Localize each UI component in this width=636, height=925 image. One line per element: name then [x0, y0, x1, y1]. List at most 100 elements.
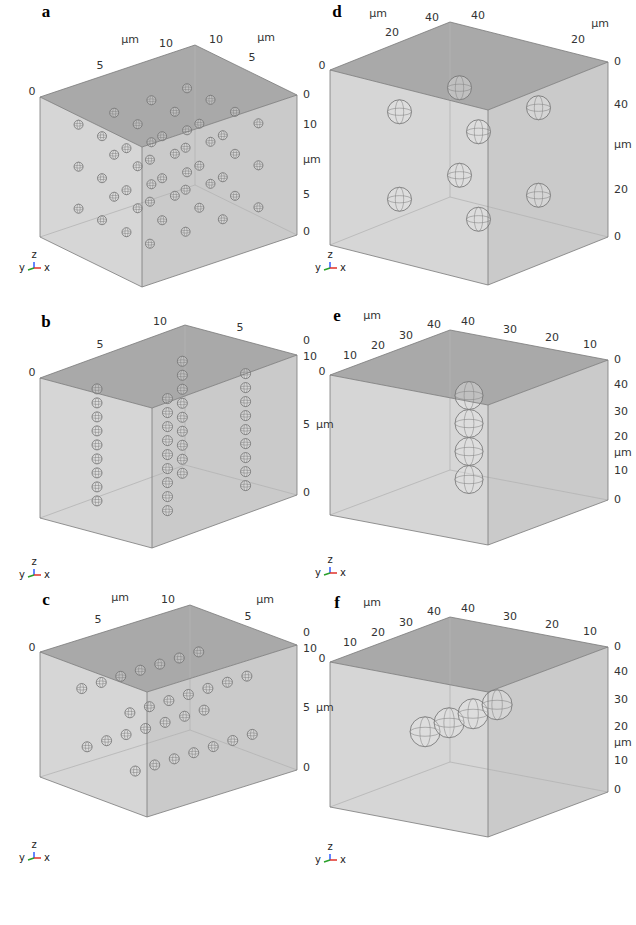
cube-edge [40, 605, 190, 652]
sphere-equator [230, 152, 239, 155]
sphere-outline [177, 468, 187, 478]
cube-edge [330, 70, 488, 110]
cube-edge [330, 662, 488, 692]
sphere-equator [145, 158, 154, 161]
sphere [388, 187, 412, 211]
sphere-equator [170, 194, 179, 197]
sphere-equator [92, 457, 102, 460]
sphere [242, 671, 252, 681]
sphere-outline [482, 690, 512, 720]
sphere-meridian [113, 192, 116, 201]
sphere-equator [164, 699, 174, 702]
sphere-meridian [95, 440, 99, 450]
triad-x-axis [330, 572, 337, 574]
axis-tick-label: 0 [614, 56, 621, 69]
sphere-equator [98, 219, 107, 222]
cube-edge [488, 110, 489, 285]
sphere-equator [247, 733, 257, 736]
sphere [77, 684, 87, 694]
axis-tick-label: 5 [303, 419, 310, 432]
sphere-equator [208, 745, 218, 748]
sphere-meridian [136, 162, 139, 171]
sphere [199, 705, 209, 715]
sphere-equator [241, 470, 251, 473]
sphere [163, 492, 173, 502]
sphere [145, 155, 154, 164]
sphere-outline [170, 149, 179, 158]
triad-x-axis [34, 574, 41, 576]
axis-triad-letter: z [31, 249, 36, 261]
sphere-equator [145, 242, 154, 245]
sphere [144, 702, 154, 712]
sphere-equator [241, 428, 251, 431]
sphere [183, 168, 192, 177]
cube-edge [488, 237, 608, 285]
sphere-meridian [395, 187, 403, 211]
triad-z-axis [33, 852, 35, 858]
sphere-outline [92, 412, 102, 422]
sphere-equator [125, 711, 135, 714]
panel-letter: c [42, 590, 50, 610]
sphere-outline [163, 436, 173, 446]
sphere-meridian [185, 168, 188, 177]
axis-tick-label: 30 [503, 324, 517, 337]
sphere [135, 665, 145, 675]
sphere-equator [448, 84, 472, 91]
sphere-meridian [95, 426, 99, 436]
triad-y-axis [28, 575, 34, 577]
sphere-equator [110, 195, 119, 198]
sphere-equator [254, 206, 263, 209]
sphere [92, 482, 102, 492]
sphere [125, 708, 135, 718]
axis-triad-letter: x [44, 262, 50, 274]
sphere-outline [241, 453, 251, 463]
axis-tick-label: 20 [614, 184, 628, 197]
sphere-meridian [257, 161, 260, 170]
sphere [241, 453, 251, 463]
axis-tick-label: μm [256, 594, 274, 607]
sphere-equator [92, 401, 102, 404]
sphere-meridian [166, 422, 170, 432]
sphere-equator [163, 411, 173, 414]
sphere-equator [144, 705, 154, 708]
sphere-outline [144, 702, 154, 712]
sphere [455, 438, 483, 466]
sphere-outline [74, 120, 83, 129]
sphere-meridian [150, 180, 153, 189]
sphere [218, 173, 227, 182]
sphere-outline [110, 108, 119, 117]
sphere-meridian [231, 736, 235, 746]
sphere [147, 180, 156, 189]
sphere-meridian [444, 708, 455, 738]
sphere-outline [218, 215, 227, 224]
cube-edge [40, 652, 147, 692]
cube-edge [40, 652, 41, 777]
sphere-meridian [221, 131, 224, 140]
cube-edge [330, 70, 331, 245]
sphere-outline [170, 107, 179, 116]
sphere [170, 149, 179, 158]
sphere-outline [177, 426, 187, 436]
sphere-meridian [181, 440, 185, 450]
sphere-equator [133, 207, 142, 210]
sphere [155, 659, 165, 669]
sphere-outline [241, 481, 251, 491]
triad-y-axis [324, 268, 330, 270]
sphere-meridian [161, 174, 164, 183]
axis-tick-label: 10 [343, 637, 357, 650]
sphere-outline [169, 754, 179, 764]
sphere-meridian [221, 173, 224, 182]
sphere-meridian [77, 204, 80, 213]
sphere-equator [241, 414, 251, 417]
sphere-outline [121, 730, 131, 740]
sphere [388, 100, 412, 124]
axis-tick-label: 20 [371, 340, 385, 353]
axis-tick-label: 0 [614, 494, 621, 507]
sphere-meridian [166, 492, 170, 502]
sphere-outline [163, 422, 173, 432]
sphere-equator [170, 152, 179, 155]
axis-tick-label: μm [111, 592, 129, 605]
sphere-equator [77, 687, 87, 690]
sphere-outline [455, 410, 483, 438]
